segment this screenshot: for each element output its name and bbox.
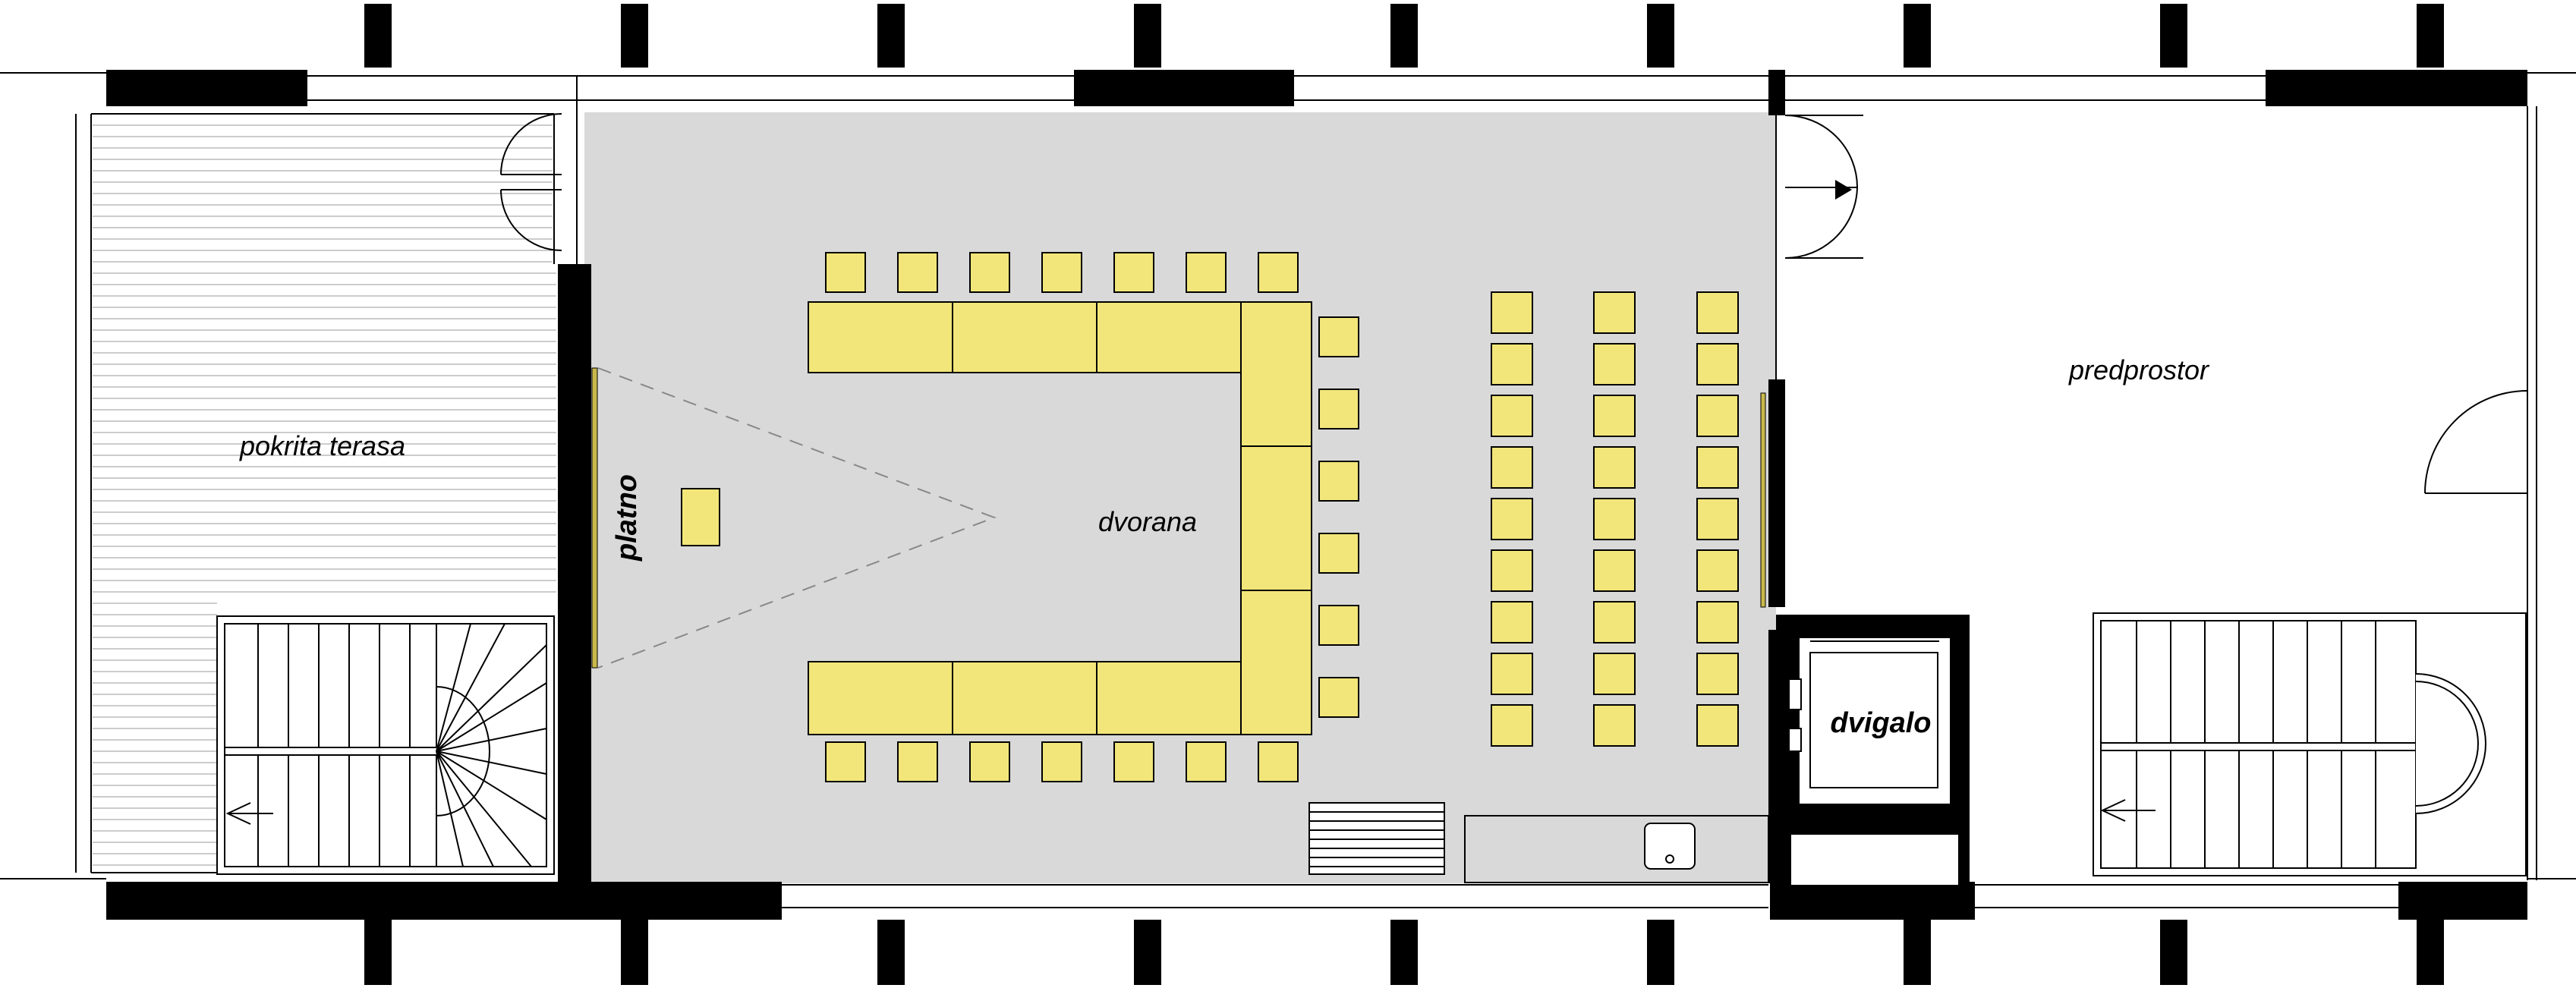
stair-right xyxy=(2093,612,2527,876)
chairs-table-top xyxy=(825,252,1299,293)
conference-tables xyxy=(808,301,1312,735)
theatre-chairs xyxy=(1491,291,1739,747)
columns-bottom xyxy=(364,920,2444,985)
chairs-table-bottom xyxy=(825,741,1299,782)
entrance-arrow-icon xyxy=(1835,180,1852,200)
radiator xyxy=(1308,802,1445,875)
stair-left xyxy=(216,615,555,875)
chairs-table-right xyxy=(1318,316,1359,718)
lobby-double-door xyxy=(1784,115,1863,259)
projection-screen xyxy=(591,367,598,669)
label-covered-terrace: pokrita terasa xyxy=(239,430,405,461)
hall-floor xyxy=(584,112,1776,883)
projector xyxy=(681,488,720,546)
terrace-door xyxy=(500,113,562,251)
lobby-side-door xyxy=(2424,390,2528,494)
label-hall: dvorana xyxy=(1098,506,1197,537)
side-screen xyxy=(1760,392,1766,608)
elevator-shaft xyxy=(1776,615,1970,885)
kitchen-counter xyxy=(1464,815,1769,883)
projection-cone xyxy=(597,367,997,669)
label-lobby: predprostor xyxy=(2068,354,2210,385)
label-screen: platno xyxy=(611,474,643,562)
terrace-decking xyxy=(93,124,556,866)
columns-top xyxy=(364,4,2444,68)
label-elevator: dvigalo xyxy=(1830,707,1931,739)
thin-outline xyxy=(0,72,2576,908)
